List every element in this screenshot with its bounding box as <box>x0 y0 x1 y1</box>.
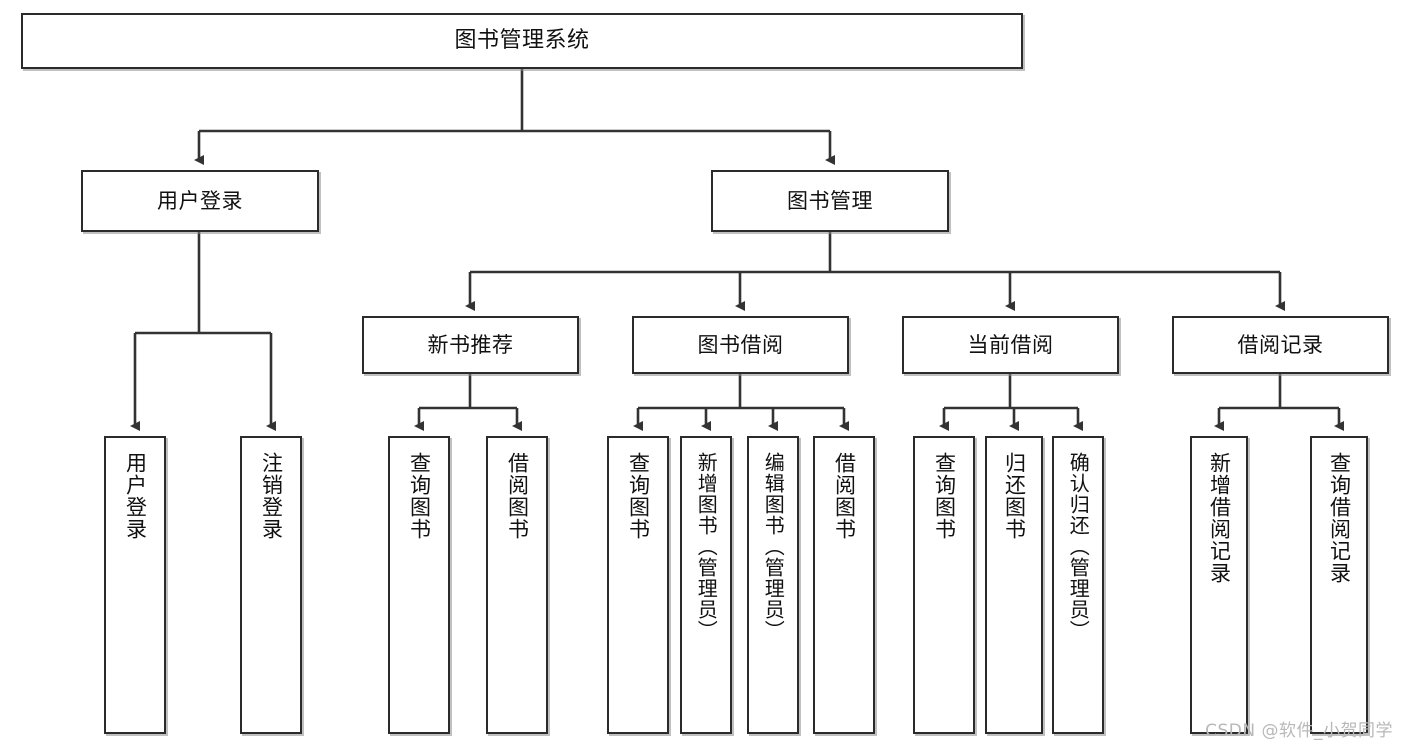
node-leaf-borrow-book-1[interactable]: 借阅图书 <box>486 436 548 734</box>
node-leaf-add-record[interactable]: 新增借阅记录 <box>1190 436 1248 734</box>
node-leaf-query-book-3-label: 查询图书 <box>932 452 957 540</box>
node-leaf-return-book-label: 归还图书 <box>1002 452 1027 540</box>
node-leaf-borrow-book-2[interactable]: 借阅图书 <box>813 436 875 734</box>
node-leaf-query-book-1[interactable]: 查询图书 <box>388 436 450 734</box>
node-current-borrow[interactable]: 当前借阅 <box>902 316 1119 374</box>
node-new-book-recommend[interactable]: 新书推荐 <box>362 316 579 374</box>
node-book-borrow[interactable]: 图书借阅 <box>632 316 849 374</box>
node-leaf-user-login-label: 用户登录 <box>123 452 148 540</box>
node-leaf-query-book-1-label: 查询图书 <box>407 452 432 540</box>
node-new-book-recommend-label: 新书推荐 <box>427 332 514 357</box>
node-borrow-record[interactable]: 借阅记录 <box>1172 316 1389 374</box>
node-borrow-record-label: 借阅记录 <box>1237 332 1324 357</box>
node-leaf-add-book-label: 新增图书（管理员） <box>694 452 719 641</box>
node-leaf-add-book[interactable]: 新增图书（管理员） <box>680 436 732 734</box>
node-user-login[interactable]: 用户登录 <box>81 170 319 232</box>
node-leaf-return-book[interactable]: 归还图书 <box>985 436 1043 734</box>
node-leaf-user-logout[interactable]: 注销登录 <box>240 436 302 734</box>
node-leaf-query-book-2[interactable]: 查询图书 <box>607 436 669 734</box>
node-book-manage-label: 图书管理 <box>787 188 873 213</box>
node-book-manage[interactable]: 图书管理 <box>711 170 949 232</box>
node-root[interactable]: 图书管理系统 <box>21 13 1023 69</box>
node-leaf-query-book-2-label: 查询图书 <box>626 452 651 540</box>
watermark-text: CSDN @软件_小贺同学 <box>1205 721 1393 741</box>
node-leaf-query-record-label: 查询借阅记录 <box>1327 452 1352 584</box>
node-book-borrow-label: 图书借阅 <box>697 332 784 357</box>
node-leaf-borrow-book-1-label: 借阅图书 <box>505 452 530 540</box>
node-current-borrow-label: 当前借阅 <box>967 332 1054 357</box>
node-leaf-user-logout-label: 注销登录 <box>259 452 284 540</box>
node-user-login-label: 用户登录 <box>157 188 243 213</box>
node-leaf-confirm-return[interactable]: 确认归还（管理员） <box>1052 436 1104 734</box>
node-root-label: 图书管理系统 <box>454 28 590 54</box>
node-leaf-query-book-3[interactable]: 查询图书 <box>913 436 975 734</box>
node-leaf-edit-book[interactable]: 编辑图书（管理员） <box>747 436 799 734</box>
node-leaf-edit-book-label: 编辑图书（管理员） <box>761 452 786 641</box>
node-leaf-user-login[interactable]: 用户登录 <box>104 436 166 734</box>
node-leaf-borrow-book-2-label: 借阅图书 <box>832 452 857 540</box>
node-leaf-query-record[interactable]: 查询借阅记录 <box>1310 436 1368 734</box>
node-leaf-confirm-return-label: 确认归还（管理员） <box>1066 452 1091 641</box>
node-leaf-add-record-label: 新增借阅记录 <box>1207 452 1232 584</box>
